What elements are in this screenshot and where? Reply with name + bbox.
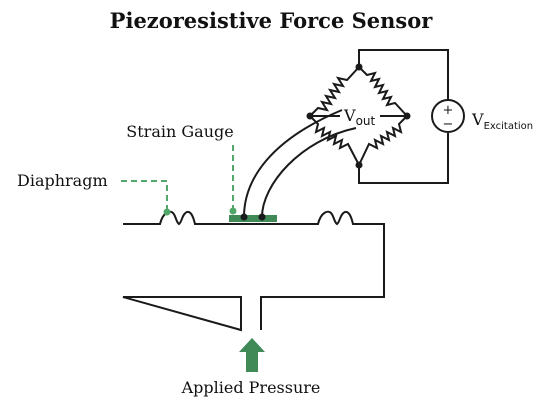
voltage-source <box>431 99 465 133</box>
diaphragm-label: Diaphragm <box>17 171 108 190</box>
vexcitation-label: VExcitation <box>471 110 533 132</box>
plus-sign: + <box>443 103 454 118</box>
bridge-node-right <box>403 112 411 120</box>
strain-gauge <box>229 215 277 222</box>
applied-pressure-label: Applied Pressure <box>181 378 321 397</box>
diaphragm-leader-dot <box>163 208 171 216</box>
diagram-title: Piezoresistive Force Sensor <box>110 8 434 33</box>
gauge-lead-outer <box>243 109 343 218</box>
bridge-node-left <box>306 112 314 120</box>
resistor-top-right <box>358 66 408 117</box>
vout-label: Vout <box>343 106 376 128</box>
strain-gauge-label: Strain Gauge <box>126 122 233 141</box>
minus-sign: − <box>443 117 454 132</box>
sensor-housing <box>122 210 385 332</box>
strain-gauge-leader-dot <box>229 207 237 215</box>
gauge-lead-inner <box>261 127 357 218</box>
excitation-wire <box>358 49 449 184</box>
applied-pressure-arrow <box>239 338 265 372</box>
gauge-terminal-left <box>240 213 248 221</box>
diaphragm-leader <box>121 180 168 210</box>
gauge-terminal-right <box>258 213 266 221</box>
resistor-top-left <box>309 66 360 117</box>
pressure-port <box>240 297 262 330</box>
resistor-bottom-right <box>358 115 408 166</box>
resistor-bottom-left <box>309 115 360 166</box>
wheatstone-bridge <box>306 63 411 169</box>
